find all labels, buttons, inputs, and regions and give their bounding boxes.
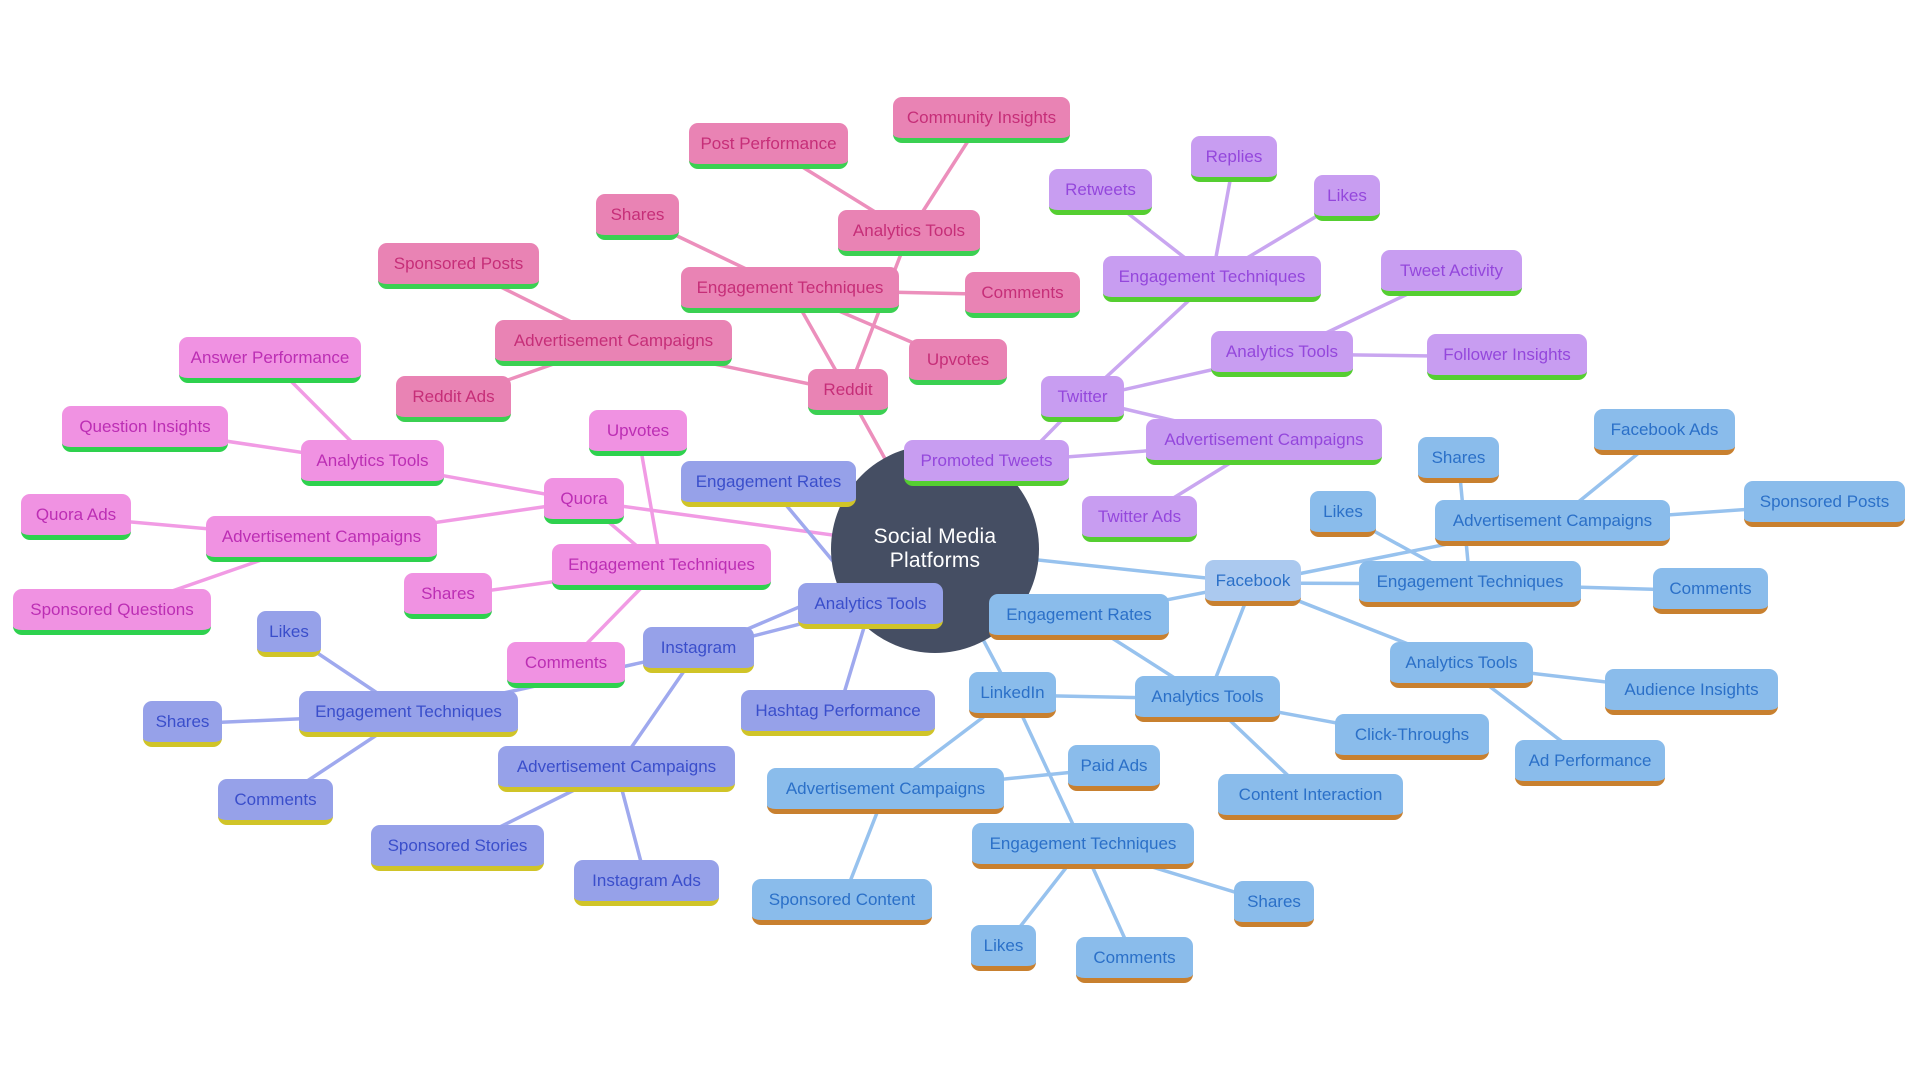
node-instagram_ads[interactable]: Instagram Ads [574, 860, 719, 906]
node-sponsored_posts_r[interactable]: Sponsored Posts [378, 243, 539, 289]
node-adv_camp_t[interactable]: Advertisement Campaigns [1146, 419, 1382, 465]
node-adv_camp_r[interactable]: Advertisement Campaigns [495, 320, 732, 366]
node-eng_rates_i[interactable]: Engagement Rates [681, 461, 856, 507]
node-facebook[interactable]: Facebook [1205, 560, 1301, 606]
node-upvotes_r[interactable]: Upvotes [909, 339, 1007, 385]
node-ad_perf[interactable]: Ad Performance [1515, 740, 1665, 786]
node-shares_i[interactable]: Shares [143, 701, 222, 747]
node-quora[interactable]: Quora [544, 478, 624, 524]
node-instagram[interactable]: Instagram [643, 627, 754, 673]
node-content_interaction[interactable]: Content Interaction [1218, 774, 1403, 820]
node-eng_tech_r[interactable]: Engagement Techniques [681, 267, 899, 313]
node-adv_camp_f[interactable]: Advertisement Campaigns [1435, 500, 1670, 546]
node-hashtag_perf[interactable]: Hashtag Performance [741, 690, 935, 736]
node-facebook_ads[interactable]: Facebook Ads [1594, 409, 1735, 455]
node-twitter_ads[interactable]: Twitter Ads [1082, 496, 1197, 542]
node-comments_q[interactable]: Comments [507, 642, 625, 688]
node-likes_l[interactable]: Likes [971, 925, 1036, 971]
node-adv_camp_l[interactable]: Advertisement Campaigns [767, 768, 1004, 814]
node-community_insights[interactable]: Community Insights [893, 97, 1070, 143]
node-sponsored_stories[interactable]: Sponsored Stories [371, 825, 544, 871]
node-analytics_l[interactable]: Analytics Tools [1135, 676, 1280, 722]
node-eng_tech_i[interactable]: Engagement Techniques [299, 691, 518, 737]
node-analytics_t[interactable]: Analytics Tools [1211, 331, 1353, 377]
edge-linkedin-eng_tech_l [1010, 693, 1085, 848]
node-post_perf[interactable]: Post Performance [689, 123, 848, 169]
node-eng_tech_l[interactable]: Engagement Techniques [972, 823, 1194, 869]
node-adv_camp_i[interactable]: Advertisement Campaigns [498, 746, 735, 792]
node-tweet_activity[interactable]: Tweet Activity [1381, 250, 1522, 296]
node-likes_f[interactable]: Likes [1310, 491, 1376, 537]
node-likes_t[interactable]: Likes [1314, 175, 1380, 221]
node-eng_rates_f[interactable]: Engagement Rates [989, 594, 1169, 640]
node-sponsored_posts_f[interactable]: Sponsored Posts [1744, 481, 1905, 527]
node-twitter[interactable]: Twitter [1041, 376, 1124, 422]
node-linkedin[interactable]: LinkedIn [969, 672, 1056, 718]
node-likes_i[interactable]: Likes [257, 611, 321, 657]
node-analytics_q[interactable]: Analytics Tools [301, 440, 444, 486]
node-shares_r[interactable]: Shares [596, 194, 679, 240]
node-shares_q[interactable]: Shares [404, 573, 492, 619]
node-eng_tech_t[interactable]: Engagement Techniques [1103, 256, 1321, 302]
node-eng_tech_f[interactable]: Engagement Techniques [1359, 561, 1581, 607]
center-node-label: Social Media Platforms [873, 525, 997, 572]
node-sponsored_questions[interactable]: Sponsored Questions [13, 589, 211, 635]
node-reddit[interactable]: Reddit [808, 369, 888, 415]
node-retweets[interactable]: Retweets [1049, 169, 1152, 215]
node-quora_ads[interactable]: Quora Ads [21, 494, 131, 540]
node-replies[interactable]: Replies [1191, 136, 1277, 182]
node-comments_i[interactable]: Comments [218, 779, 333, 825]
node-paid_ads[interactable]: Paid Ads [1068, 745, 1160, 791]
node-question_insights[interactable]: Question Insights [62, 406, 228, 452]
node-reddit_ads[interactable]: Reddit Ads [396, 376, 511, 422]
node-sponsored_content[interactable]: Sponsored Content [752, 879, 932, 925]
node-upvotes_q[interactable]: Upvotes [589, 410, 687, 456]
node-comments_f[interactable]: Comments [1653, 568, 1768, 614]
node-analytics_i[interactable]: Analytics Tools [798, 583, 943, 629]
node-follower_insights[interactable]: Follower Insights [1427, 334, 1587, 380]
node-eng_tech_q[interactable]: Engagement Techniques [552, 544, 771, 590]
node-adv_camp_q[interactable]: Advertisement Campaigns [206, 516, 437, 562]
node-analytics_r[interactable]: Analytics Tools [838, 210, 980, 256]
node-click_throughs[interactable]: Click-Throughs [1335, 714, 1489, 760]
node-audience_insights[interactable]: Audience Insights [1605, 669, 1778, 715]
node-answer_perf[interactable]: Answer Performance [179, 337, 361, 383]
node-comments_l[interactable]: Comments [1076, 937, 1193, 983]
node-promoted_tweets[interactable]: Promoted Tweets [904, 440, 1069, 486]
node-comments_r[interactable]: Comments [965, 272, 1080, 318]
node-analytics_f[interactable]: Analytics Tools [1390, 642, 1533, 688]
node-shares_f[interactable]: Shares [1418, 437, 1499, 483]
node-shares_l[interactable]: Shares [1234, 881, 1314, 927]
